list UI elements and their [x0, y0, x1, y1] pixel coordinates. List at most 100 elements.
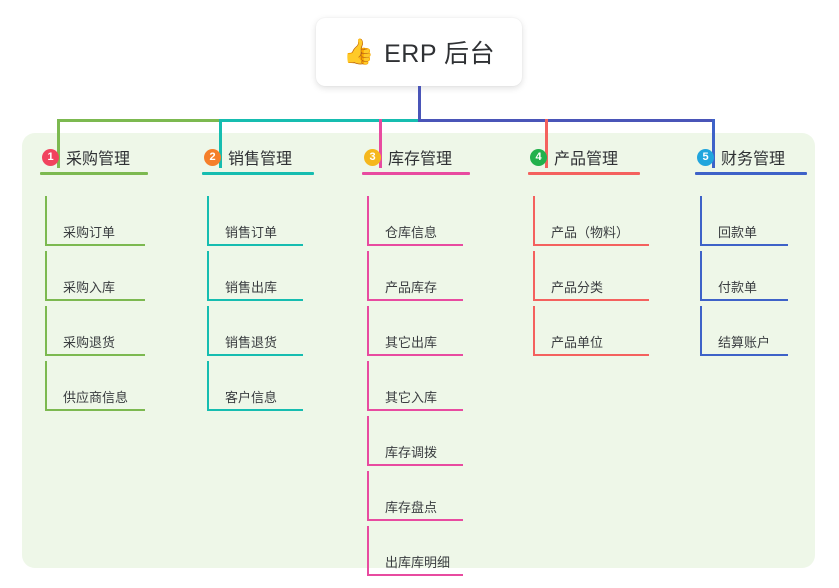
branch-underline-2: [202, 172, 314, 175]
leaf-stem: [207, 306, 209, 356]
leaf-underline: [207, 299, 303, 301]
leaf-stem: [207, 196, 209, 246]
leaf-stem: [207, 361, 209, 411]
leaf-item[interactable]: 产品库存: [367, 251, 463, 301]
leaf-underline: [45, 354, 145, 356]
leaf-item[interactable]: 供应商信息: [45, 361, 145, 411]
branch-badge-1: 1: [42, 148, 59, 166]
leaf-stem: [367, 306, 369, 356]
leaf-label: 其它入库: [385, 390, 438, 405]
leaf-stem: [700, 251, 702, 301]
leaf-stem: [533, 251, 535, 301]
branch-label-5: 财务管理: [721, 151, 786, 168]
leaf-item[interactable]: 其它出库: [367, 306, 463, 356]
leaf-label: 供应商信息: [63, 390, 129, 405]
leaf-item[interactable]: 库存盘点: [367, 471, 463, 521]
leaf-stem: [367, 361, 369, 411]
branch-label-3: 库存管理: [388, 151, 453, 168]
thumbs-up-icon: 👍: [342, 37, 375, 66]
leaf-underline: [45, 409, 145, 411]
diagram-panel: [22, 133, 815, 568]
leaf-label: 出库库明细: [385, 555, 451, 570]
leaf-underline: [533, 299, 649, 301]
leaf-underline: [367, 409, 463, 411]
leaf-stem: [367, 251, 369, 301]
root-node-title: ERP 后台: [384, 40, 496, 68]
leaf-underline: [700, 244, 788, 246]
leaf-item[interactable]: 出库库明细: [367, 526, 463, 576]
leaf-label: 回款单: [718, 225, 758, 240]
leaf-label: 采购入库: [63, 280, 116, 295]
branch-drop-1: [57, 119, 60, 168]
leaf-underline: [533, 354, 649, 356]
leaf-item[interactable]: 结算账户: [700, 306, 788, 356]
leaf-stem: [367, 526, 369, 576]
leaf-stem: [45, 196, 47, 246]
branch-drop-5: [712, 119, 715, 168]
leaf-underline: [367, 299, 463, 301]
branch-badge-3: 3: [364, 148, 381, 166]
leaf-underline: [207, 354, 303, 356]
leaf-item[interactable]: 销售订单: [207, 196, 303, 246]
root-stem: [418, 86, 421, 119]
leaf-label: 产品（物料）: [551, 225, 630, 240]
leaf-label: 客户信息: [225, 390, 278, 405]
leaf-item[interactable]: 回款单: [700, 196, 788, 246]
leaf-underline: [367, 574, 463, 576]
leaf-label: 结算账户: [718, 335, 771, 350]
leaf-item[interactable]: 产品单位: [533, 306, 649, 356]
leaf-underline: [700, 299, 788, 301]
leaf-stem: [367, 471, 369, 521]
leaf-underline: [367, 354, 463, 356]
bus-segment-1: [57, 119, 221, 122]
branch-underline-3: [362, 172, 470, 175]
branch-drop-2: [219, 119, 222, 168]
branch-header-5[interactable]: 5 财务管理: [695, 146, 785, 168]
leaf-underline: [45, 244, 145, 246]
branch-badge-5: 5: [697, 148, 714, 166]
leaf-item[interactable]: 销售出库: [207, 251, 303, 301]
leaf-stem: [533, 306, 535, 356]
branch-drop-4: [545, 119, 548, 168]
leaf-underline: [207, 244, 303, 246]
leaf-item[interactable]: 采购入库: [45, 251, 145, 301]
branch-5: 5 财务管理: [695, 146, 807, 175]
branch-1: 1 采购管理: [40, 146, 148, 175]
branch-header-1[interactable]: 1 采购管理: [40, 146, 130, 168]
branch-drop-3: [379, 119, 382, 168]
leaf-item[interactable]: 仓库信息: [367, 196, 463, 246]
leaf-item[interactable]: 采购退货: [45, 306, 145, 356]
leaf-item[interactable]: 产品（物料）: [533, 196, 649, 246]
branch-badge-4: 4: [530, 148, 547, 166]
branch-header-3[interactable]: 3 库存管理: [362, 146, 452, 168]
branch-underline-5: [695, 172, 807, 175]
leaf-stem: [45, 306, 47, 356]
leaf-item[interactable]: 客户信息: [207, 361, 303, 411]
leaf-item[interactable]: 销售退货: [207, 306, 303, 356]
leaf-label: 库存盘点: [385, 500, 438, 515]
leaf-item[interactable]: 库存调拨: [367, 416, 463, 466]
leaf-label: 销售退货: [225, 335, 278, 350]
leaf-label: 其它出库: [385, 335, 438, 350]
branch-3: 3 库存管理: [362, 146, 470, 175]
leaf-stem: [533, 196, 535, 246]
root-node-card[interactable]: 👍 ERP 后台: [316, 18, 522, 86]
leaf-label: 产品库存: [385, 280, 438, 295]
leaf-stem: [45, 251, 47, 301]
leaf-label: 销售出库: [225, 280, 278, 295]
leaf-underline: [533, 244, 649, 246]
branch-label-2: 销售管理: [228, 151, 293, 168]
leaf-label: 产品单位: [551, 335, 604, 350]
leaf-item[interactable]: 付款单: [700, 251, 788, 301]
leaf-item[interactable]: 采购订单: [45, 196, 145, 246]
leaf-stem: [45, 361, 47, 411]
leaf-item[interactable]: 其它入库: [367, 361, 463, 411]
leaf-item[interactable]: 产品分类: [533, 251, 649, 301]
branch-label-1: 采购管理: [66, 151, 131, 168]
bus-segment-2: [219, 119, 420, 122]
leaf-stem: [367, 416, 369, 466]
